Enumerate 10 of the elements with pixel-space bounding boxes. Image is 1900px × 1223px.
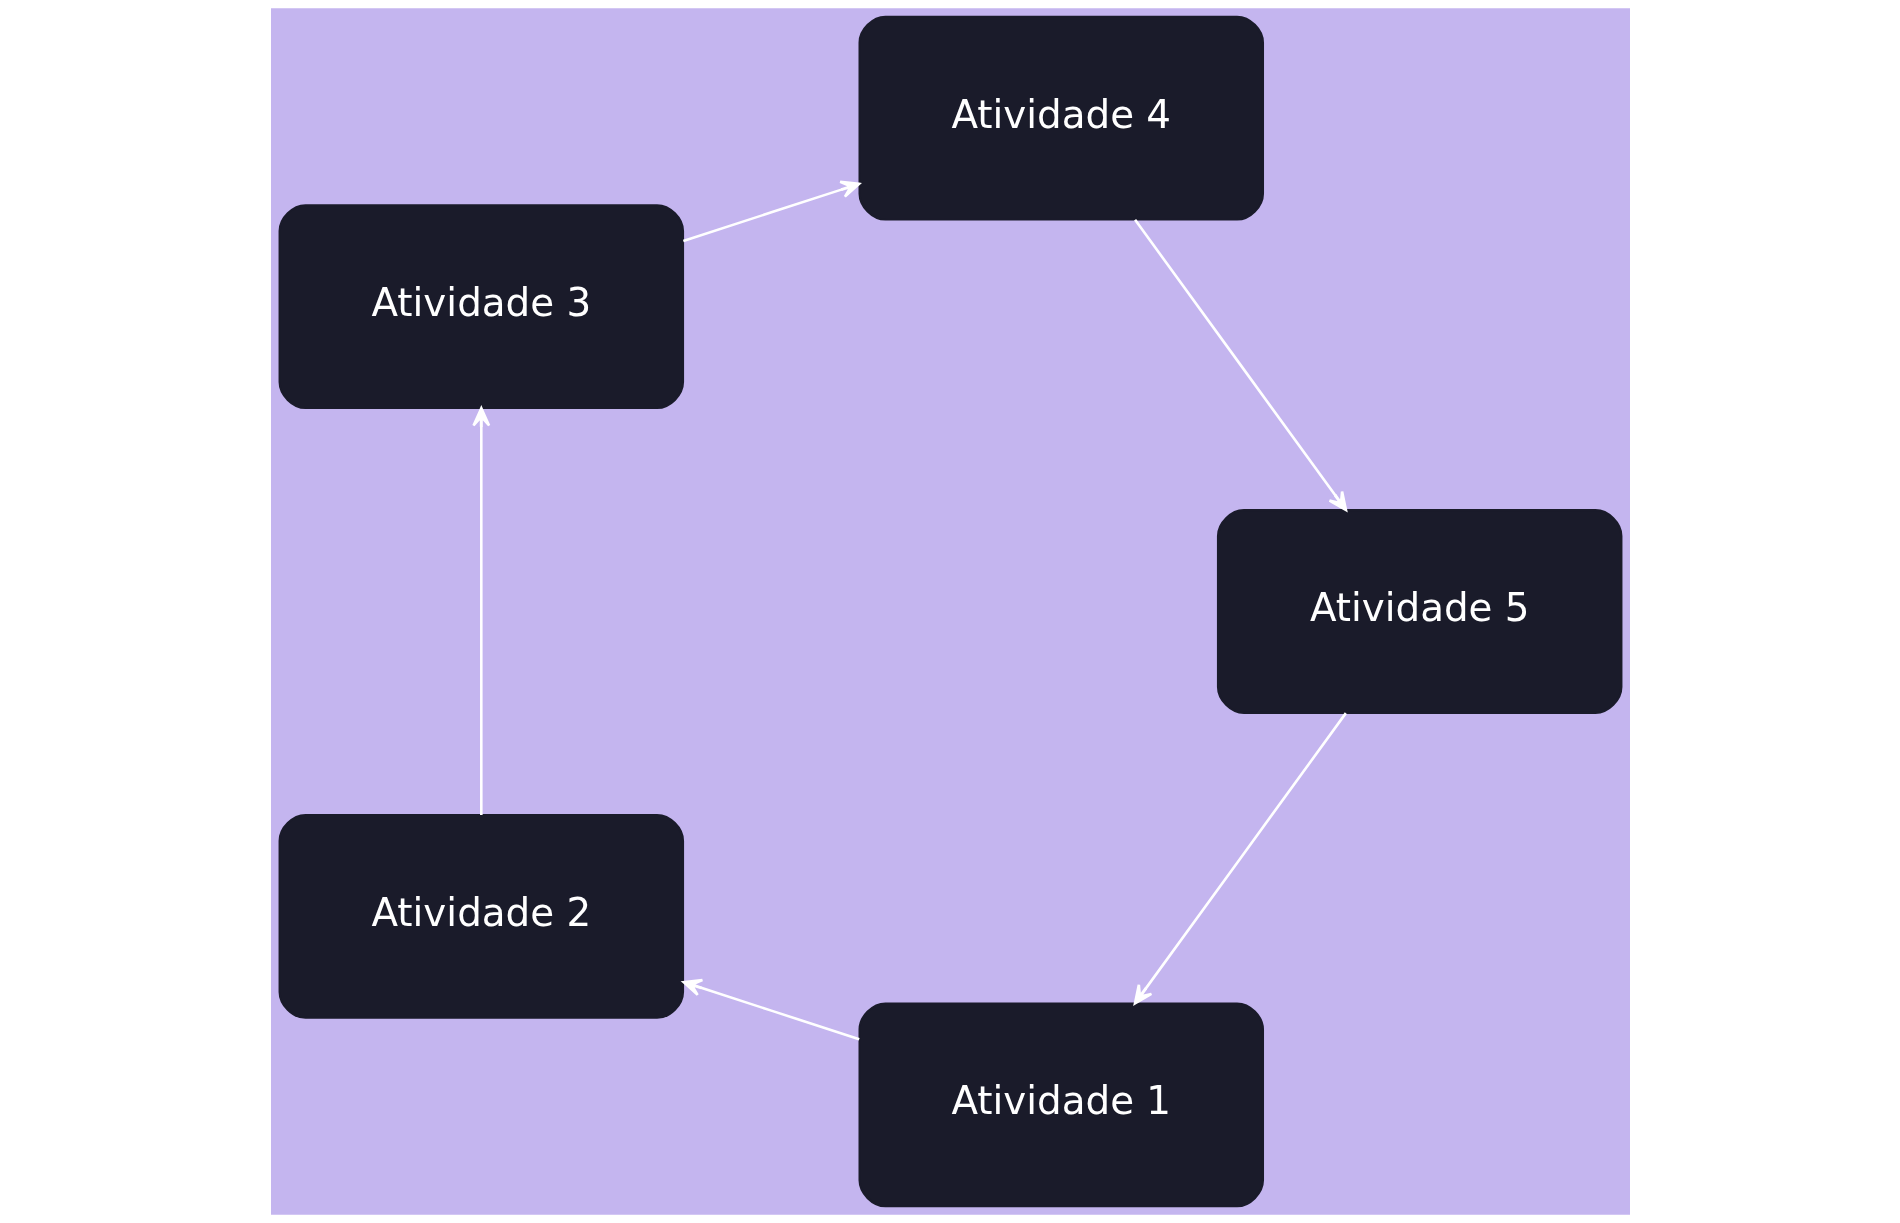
- node-box: Atividade 2: [278, 813, 684, 1019]
- arrow: [682, 180, 860, 243]
- node-box: Atividade 4: [858, 15, 1264, 221]
- arrow: [471, 406, 490, 815]
- node-box: Atividade 5: [1216, 509, 1622, 714]
- arrow: [1133, 219, 1347, 512]
- node-box: Atividade 3: [278, 204, 684, 410]
- node-box: Atividade 1: [858, 1002, 1264, 1208]
- arrow: [1133, 712, 1347, 1005]
- arrow: [681, 978, 860, 1041]
